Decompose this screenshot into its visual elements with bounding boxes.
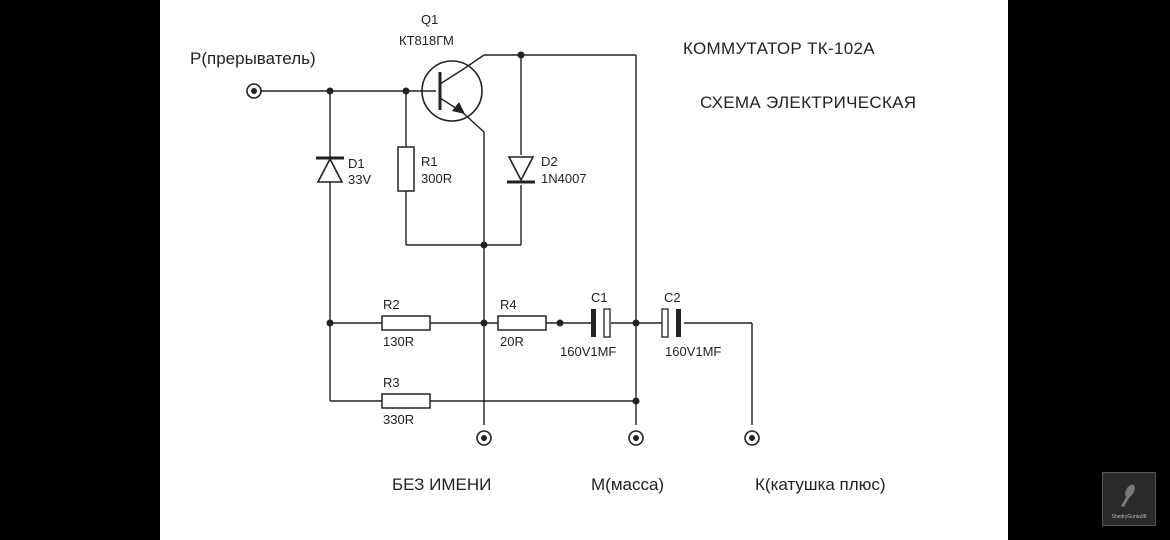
c1-value-label: 160V1MF — [560, 344, 616, 359]
r3-value-label: 330R — [383, 412, 414, 427]
logo-icon: ShedryGunta98 — [1111, 484, 1147, 520]
junction-dot — [480, 241, 488, 249]
terminal-m — [628, 430, 644, 446]
junction-dot — [556, 319, 564, 327]
junction-dot — [326, 87, 334, 95]
c2-value-label: 160V1MF — [665, 344, 721, 359]
channel-watermark: ShedryGunta98 — [1102, 472, 1156, 526]
r2-ref-label: R2 — [383, 297, 400, 312]
junction-dots — [326, 51, 640, 405]
d1-ref-label: D1 — [348, 156, 365, 171]
r4-value-label: 20R — [500, 334, 524, 349]
diagram-subtitle: СХЕМА ЭЛЕКТРИЧЕСКАЯ — [700, 93, 916, 112]
r1-value-label: 300R — [421, 171, 452, 186]
q1-value-label: КТ818ГМ — [399, 33, 454, 48]
junction-dot — [402, 87, 410, 95]
q1-ref-label: Q1 — [421, 12, 438, 27]
schematic-sheet: Q1 КТ818ГМ D1 33V R1 300R D2 1N4007 R2 1… — [160, 0, 1008, 540]
junction-dot — [632, 397, 640, 405]
d2-ref-label: D2 — [541, 154, 558, 169]
terminal-bez — [476, 430, 492, 446]
d1-value-label: 33V — [348, 172, 371, 187]
diode-d2-symbol — [507, 156, 535, 184]
terminal-m-label: М(масса) — [591, 475, 664, 494]
terminal-p — [246, 83, 262, 99]
junction-dot — [326, 319, 334, 327]
wires — [261, 54, 753, 425]
r3-ref-label: R3 — [383, 375, 400, 390]
junction-dot — [517, 51, 525, 59]
diode-d1-symbol — [316, 156, 344, 183]
terminal-bez-label: БЕЗ ИМЕНИ — [392, 475, 491, 494]
diagram-title: КОММУТАТОР ТК-102А — [683, 39, 875, 58]
terminal-p-label: Р(прерыватель) — [190, 49, 316, 68]
transistor-q1-symbol — [421, 60, 483, 122]
terminal-k-label: К(катушка плюс) — [755, 475, 886, 494]
resistor-r2-symbol — [381, 315, 431, 331]
junction-dot — [632, 319, 640, 327]
r1-ref-label: R1 — [421, 154, 438, 169]
svg-text:ShedryGunta98: ShedryGunta98 — [1111, 514, 1146, 520]
circuit-diagram: Q1 КТ818ГМ D1 33V R1 300R D2 1N4007 R2 1… — [190, 12, 916, 494]
r4-ref-label: R4 — [500, 297, 517, 312]
capacitor-c2-symbol — [661, 308, 681, 338]
junction-dot — [480, 319, 488, 327]
c1-ref-label: C1 — [591, 290, 608, 305]
r2-value-label: 130R — [383, 334, 414, 349]
c2-ref-label: C2 — [664, 290, 681, 305]
terminal-k — [744, 430, 760, 446]
capacitor-c1-symbol — [591, 308, 611, 338]
resistor-r1-symbol — [397, 146, 415, 192]
resistor-r4-symbol — [497, 315, 547, 331]
d2-value-label: 1N4007 — [541, 171, 587, 186]
resistor-r3-symbol — [381, 393, 431, 409]
